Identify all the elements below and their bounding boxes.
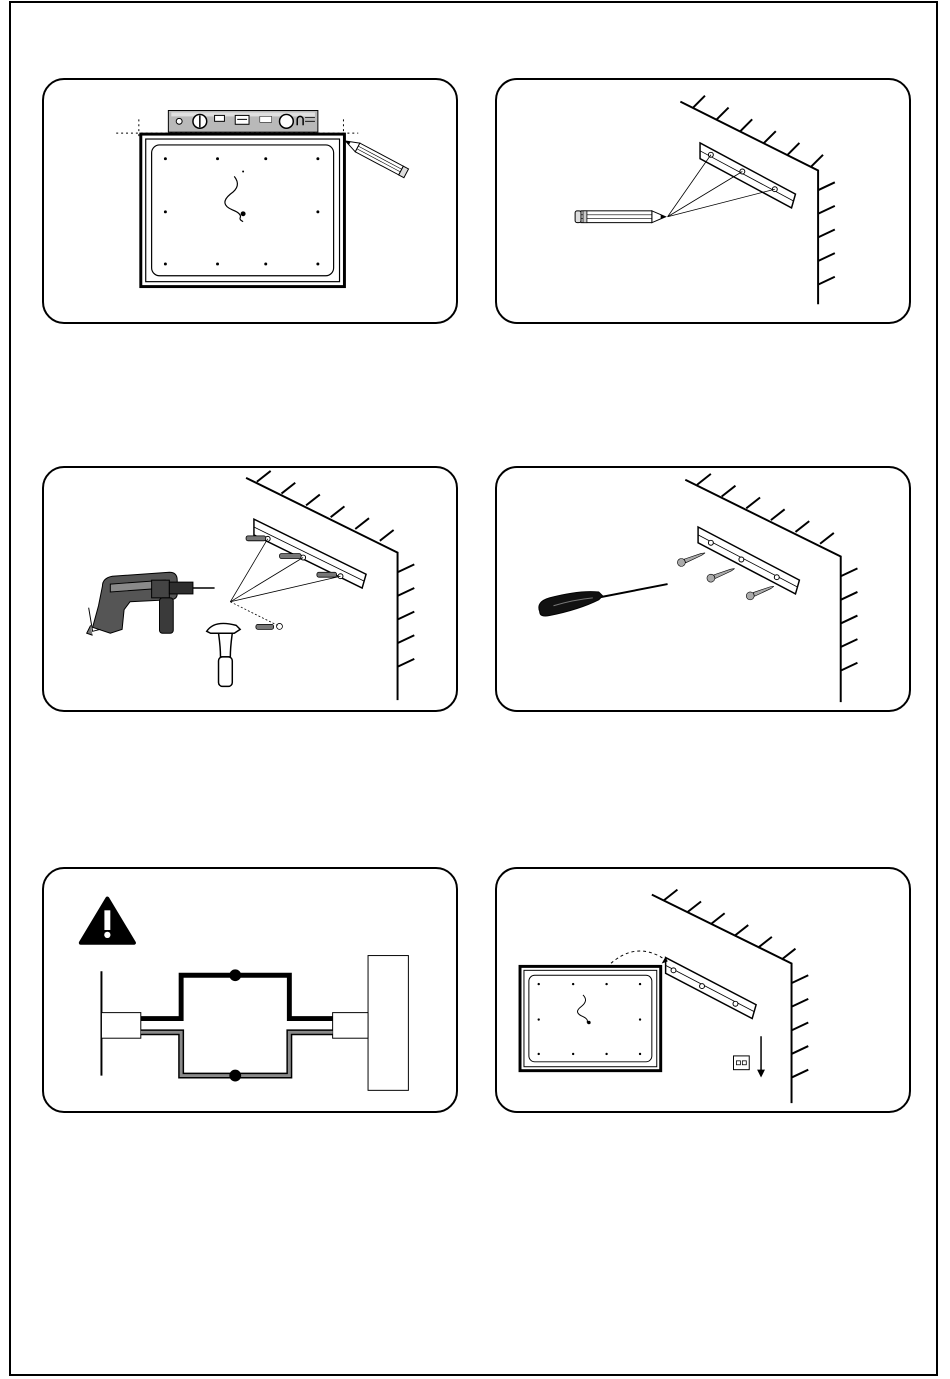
- bracket-marking-illustration: [497, 80, 909, 322]
- cable-sheath-left-icon: [101, 1013, 140, 1039]
- power-socket-icon: [733, 1056, 749, 1070]
- hang-mirror-illustration: [497, 869, 909, 1111]
- mirror-icon: [520, 966, 661, 1070]
- panel-step-4: [495, 466, 911, 712]
- wall-icon: [246, 471, 414, 700]
- panel-step-5: [42, 867, 458, 1113]
- screw-bracket-illustration: [497, 468, 909, 710]
- panel-step-6: [495, 867, 911, 1113]
- drill-anchors-illustration: [44, 468, 456, 710]
- neutral-wire-icon: [141, 1032, 333, 1075]
- hang-arrow-icon: [607, 951, 668, 967]
- pencil-icon: [575, 211, 666, 223]
- warning-icon: [81, 899, 134, 943]
- mirror-icon: [141, 134, 345, 286]
- pencil-icon: [343, 137, 408, 178]
- down-arrow-icon: [757, 1036, 765, 1077]
- cable-sheath-right-icon: [333, 1013, 368, 1039]
- panel-step-1: [42, 78, 458, 324]
- drill-icon: [87, 572, 215, 635]
- live-wire-icon: [141, 975, 333, 1018]
- spirit-level-icon: [168, 110, 318, 132]
- panel-step-2: [495, 78, 911, 324]
- hammer-icon: [207, 623, 240, 686]
- wiring-warning-illustration: [44, 869, 456, 1111]
- mirror-level-illustration: [44, 80, 456, 322]
- connector-icon: [229, 969, 241, 981]
- panel-step-3: [42, 466, 458, 712]
- connector-icon: [229, 1070, 241, 1082]
- wall-icon: [680, 96, 834, 305]
- screwdriver-icon: [539, 584, 668, 616]
- junction-box-icon: [368, 956, 408, 1091]
- bracket-icon: [666, 958, 757, 1019]
- bracket-icon: [698, 527, 799, 594]
